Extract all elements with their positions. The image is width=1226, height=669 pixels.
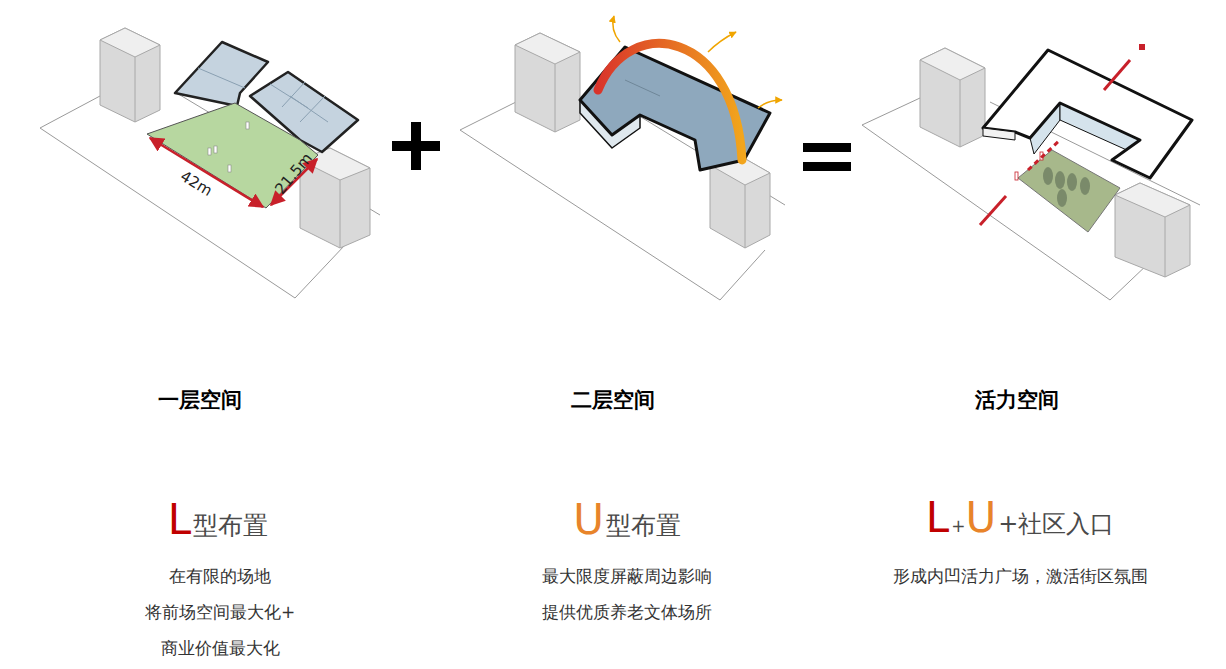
neighbor-building	[920, 48, 985, 80]
shape-letter: U	[965, 495, 996, 541]
neighbor-building	[515, 33, 580, 132]
trees	[1055, 171, 1065, 189]
neighbor-building	[920, 48, 985, 147]
neighbor-building	[100, 28, 160, 122]
trees	[1043, 167, 1090, 207]
dimension-line	[150, 138, 263, 207]
description-line: 商业价值最大化	[161, 639, 280, 659]
deflect-arrow	[613, 16, 782, 108]
people	[208, 148, 211, 155]
deflect-arrow	[708, 32, 736, 52]
shape-letter: L	[168, 497, 191, 543]
caption-row: L+U+社区入口	[926, 495, 1115, 541]
people	[1015, 152, 1043, 180]
equals-sign	[803, 143, 851, 171]
description-line: 在有限的场地	[169, 567, 271, 587]
neighbor-building	[1115, 183, 1190, 277]
glass-mullions	[290, 96, 328, 122]
u-building	[983, 128, 1015, 140]
dimension-label: 21.5m	[272, 150, 316, 198]
plaza-green	[147, 103, 318, 208]
layout-type: 型布置	[193, 512, 268, 540]
entry-axis	[980, 196, 1006, 225]
people	[208, 122, 249, 172]
glass-mullions	[198, 68, 245, 88]
shape-letter: L	[926, 495, 949, 541]
dimension-label: 42m	[177, 168, 215, 200]
description-line: 提供优质养老文体场所	[542, 603, 712, 623]
people	[246, 122, 249, 129]
plus-sign	[411, 122, 421, 170]
layout-type: +社区入口	[998, 511, 1114, 537]
people	[1015, 172, 1018, 180]
trees	[1057, 189, 1067, 207]
description-line: 最大限度屏蔽周边影响	[542, 567, 712, 587]
plus-text: +	[951, 517, 965, 536]
panel-heading: 二层空间	[571, 388, 655, 412]
people	[228, 165, 231, 172]
entry-axis	[1104, 60, 1130, 90]
deflect-arrow	[758, 100, 782, 108]
trees	[1067, 173, 1077, 191]
glass-mullions	[282, 82, 305, 107]
neighbor-building	[100, 28, 160, 57]
description-line: 形成内凹活力广场，激活街区氛围	[893, 567, 1148, 587]
trees	[1080, 177, 1090, 195]
entry-axis	[980, 44, 1145, 225]
plus-sign	[392, 122, 440, 170]
deflect-arrow	[613, 16, 620, 42]
neighbor-building	[100, 28, 370, 248]
neighbor-building	[340, 180, 341, 248]
second-floor	[625, 80, 660, 96]
neighbor-building	[960, 80, 961, 147]
glass-mullions	[300, 96, 325, 122]
caption-row: L型布置	[168, 497, 268, 543]
neighbor-building	[1115, 183, 1190, 217]
u-building	[983, 50, 1192, 178]
panel-heading: 一层空间	[158, 388, 242, 412]
layout-type: 型布置	[606, 512, 681, 540]
neighbor-building	[135, 57, 136, 122]
equals-sign	[803, 162, 851, 171]
shield-arc	[598, 43, 742, 160]
neighbor-building	[710, 153, 770, 248]
entry-axis	[1028, 140, 1060, 170]
neighbor-building	[1165, 217, 1166, 277]
neighbor-building	[555, 64, 556, 132]
neighbor-building	[515, 33, 770, 248]
people	[214, 146, 217, 153]
trees	[1043, 167, 1053, 185]
neighbor-building	[515, 33, 580, 64]
dimension-line	[150, 138, 317, 207]
entry-axis	[1139, 44, 1145, 50]
neighbor-building	[745, 185, 746, 248]
courtyard-green	[1018, 150, 1120, 232]
panel-heading: 活力空间	[975, 388, 1059, 412]
description-line: 将前场空间最大化+	[145, 603, 295, 623]
u-building	[983, 50, 1192, 178]
caption-row: U型布置	[573, 497, 681, 543]
equals-sign	[803, 143, 851, 152]
shape-letter: U	[573, 497, 604, 543]
